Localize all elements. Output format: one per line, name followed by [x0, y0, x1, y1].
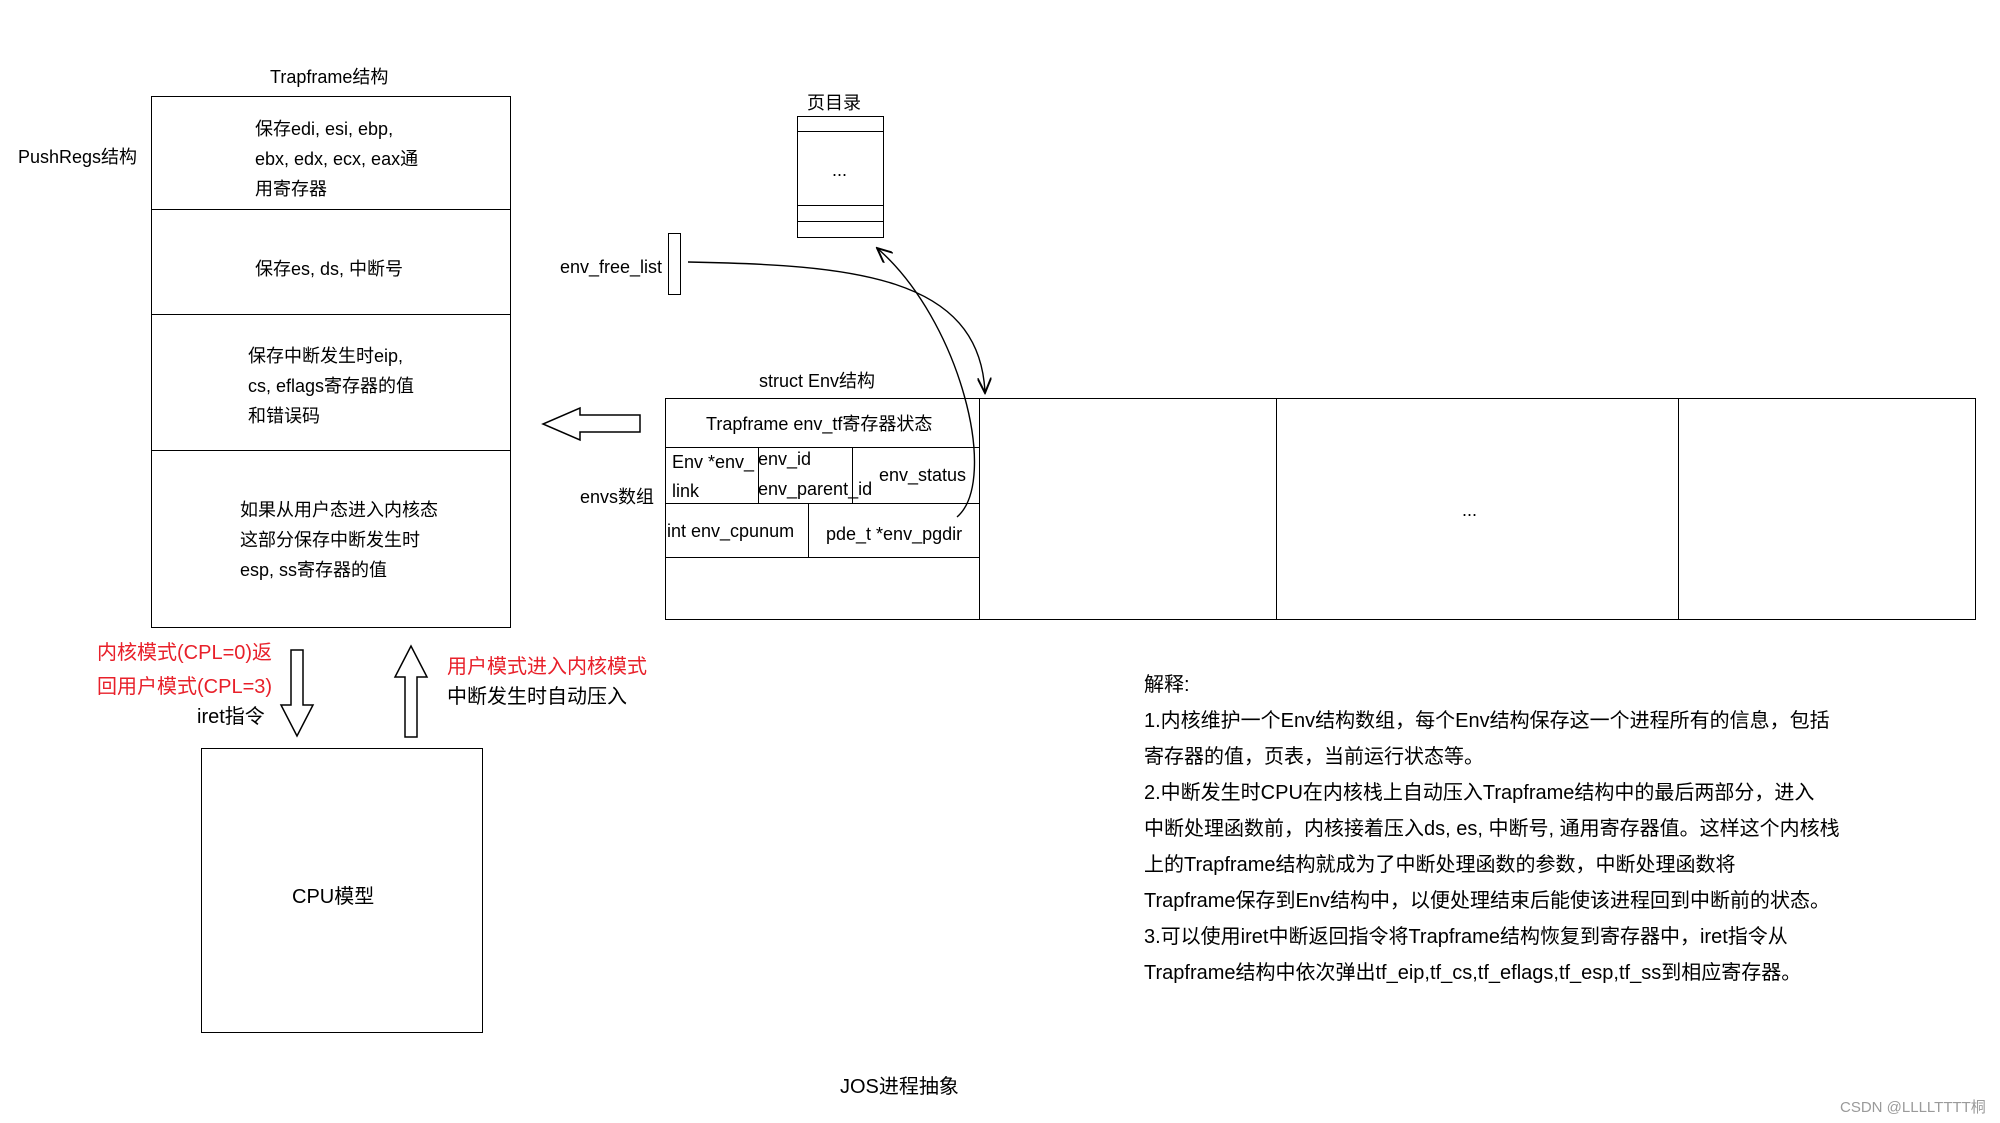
- section-text: 保存es, ds, 中断号: [255, 259, 404, 279]
- page-directory-ellipsis: ...: [832, 160, 848, 180]
- envs-array-box: [665, 398, 1976, 620]
- trapframe-divider-1: [151, 209, 511, 210]
- env-parent-id-field: env_parent_id: [758, 479, 873, 499]
- env-field-line: [808, 503, 809, 557]
- env-free-list-label: env_free_list: [560, 257, 663, 277]
- env-free-list-pointer-box: [668, 233, 681, 295]
- explanation-line: 1.内核维护一个Env结构数组，每个Env结构保存这一个进程所有的信息，包括: [1144, 710, 1830, 732]
- hollow-left-arrow: [541, 406, 641, 442]
- explanation-line: 上的Trapframe结构就成为了中断处理函数的参数，中断处理函数将: [1144, 854, 1736, 876]
- cpu-model-label: CPU模型: [292, 886, 375, 908]
- explanation-heading: 解释:: [1144, 674, 1190, 696]
- envs-array-label: envs数组: [580, 487, 655, 507]
- page-directory-box: [797, 116, 884, 238]
- env-pgdir-field: pde_t *env_pgdir: [826, 524, 963, 544]
- page-directory-row-line: [797, 131, 884, 132]
- auto-push-label: 中断发生时自动压入: [447, 686, 627, 708]
- hollow-down-arrow: [279, 649, 315, 738]
- trapframe-divider-3: [151, 450, 511, 451]
- env-id-field: env_id: [758, 449, 812, 469]
- explanation-line: Trapframe保存到Env结构中，以便处理结束后能使该进程回到中断前的状态。: [1144, 890, 1830, 912]
- env-status-field: env_status: [879, 465, 967, 485]
- env-cell-divider: [979, 398, 980, 620]
- envs-ellipsis: ...: [1462, 500, 1478, 520]
- section-text: ebx, edx, ecx, eax通: [255, 149, 419, 169]
- explanation-line: 寄存器的值，页表，当前运行状态等。: [1144, 746, 1484, 768]
- section-text: 保存中断发生时eip,: [248, 346, 404, 366]
- section-text: 如果从用户态进入内核态: [240, 500, 438, 520]
- env-cell-divider: [1678, 398, 1679, 620]
- env-link-field: link: [672, 481, 700, 501]
- section-text: cs, eflags寄存器的值: [248, 376, 415, 396]
- section-text: esp, ss寄存器的值: [240, 560, 388, 580]
- env-tf-field: Trapframe env_tf寄存器状态: [706, 414, 933, 434]
- pushregs-label: PushRegs结构: [18, 147, 138, 167]
- env-struct-title: struct Env结构: [759, 371, 876, 391]
- env-link-field: Env *env_: [672, 452, 755, 472]
- env-cell-divider: [1276, 398, 1277, 620]
- kernel-to-user-label: 内核模式(CPL=0)返: [97, 642, 273, 664]
- explanation-block: 解释: 1.内核维护一个Env结构数组，每个Env结构保存这一个进程所有的信息，…: [1144, 667, 1864, 991]
- watermark: CSDN @LLLLTTTT桐: [1840, 1099, 1986, 1116]
- page-directory-row-line: [797, 205, 884, 206]
- trapframe-divider-2: [151, 314, 511, 315]
- section-text: 保存edi, esi, ebp,: [255, 119, 394, 139]
- env-field-line: [665, 503, 979, 504]
- env-field-line: [665, 557, 979, 558]
- trapframe-title: Trapframe结构: [270, 67, 389, 87]
- kernel-to-user-label: 回用户模式(CPL=3): [97, 676, 273, 698]
- page-directory-row-line: [797, 221, 884, 222]
- hollow-up-arrow: [393, 644, 429, 738]
- explanation-line: 2.中断发生时CPU在内核栈上自动压入Trapframe结构中的最后两部分，进入: [1144, 782, 1815, 804]
- explanation-line: 中断处理函数前，内核接着压入ds, es, 中断号, 通用寄存器值。这样这个内核…: [1144, 818, 1840, 840]
- section-text: 和错误码: [248, 406, 320, 426]
- user-to-kernel-label: 用户模式进入内核模式: [447, 656, 647, 678]
- pgdir-curve-arrow: [877, 248, 976, 518]
- cpu-model-box: [201, 748, 483, 1033]
- env-field-line: [852, 447, 853, 503]
- env-field-line: [665, 447, 979, 448]
- section-text: 这部分保存中断发生时: [240, 530, 420, 550]
- page-directory-title: 页目录: [807, 93, 861, 113]
- trapframe-box: [151, 96, 511, 628]
- free-list-curve-arrow: [687, 261, 985, 393]
- explanation-line: 3.可以使用iret中断返回指令将Trapframe结构恢复到寄存器中，iret…: [1144, 926, 1788, 948]
- iret-label: iret指令: [197, 706, 265, 728]
- section-text: 用寄存器: [255, 179, 327, 199]
- diagram-caption: JOS进程抽象: [840, 1076, 959, 1098]
- explanation-line: Trapframe结构中依次弹出tf_eip,tf_cs,tf_eflags,t…: [1144, 962, 1802, 984]
- env-field-line: [758, 447, 759, 503]
- env-cpunum-field: int env_cpunum: [667, 521, 795, 541]
